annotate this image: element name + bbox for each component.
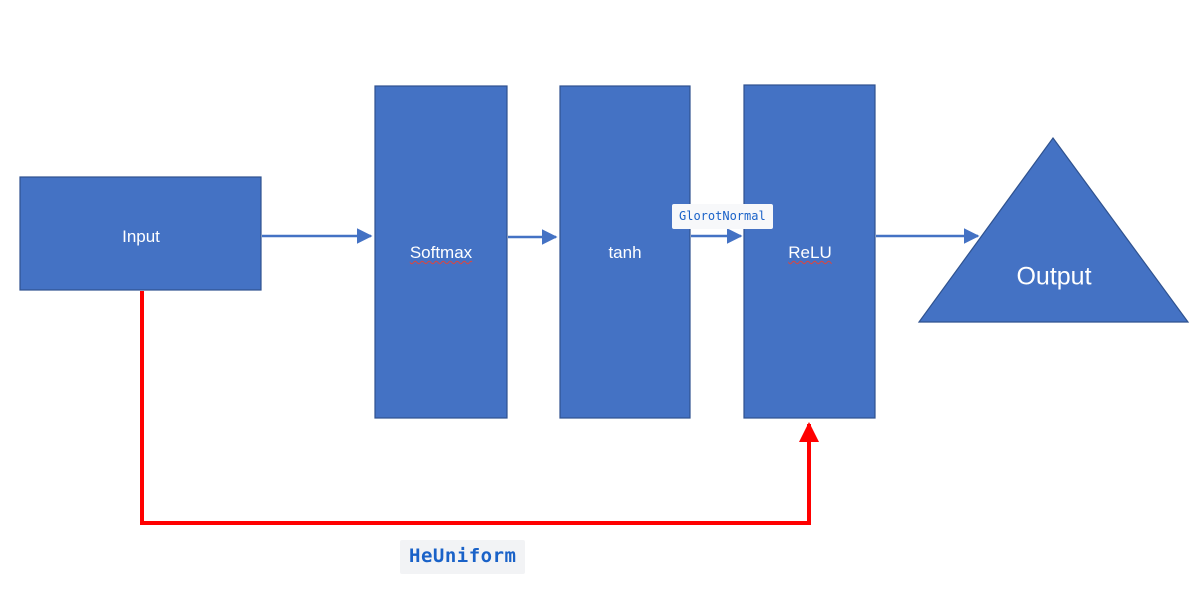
node-relu[interactable] [743,84,876,419]
edge-input-to-relu-skip [140,291,819,525]
node-tanh[interactable] [559,85,691,419]
node-softmax[interactable] [374,85,508,419]
node-input[interactable] [19,176,262,291]
initializer-tag-he-uniform: HeUniform [400,540,526,574]
initializer-tag-glorot-normal: GlorotNormal [672,204,773,229]
node-output[interactable] [917,136,1190,323]
